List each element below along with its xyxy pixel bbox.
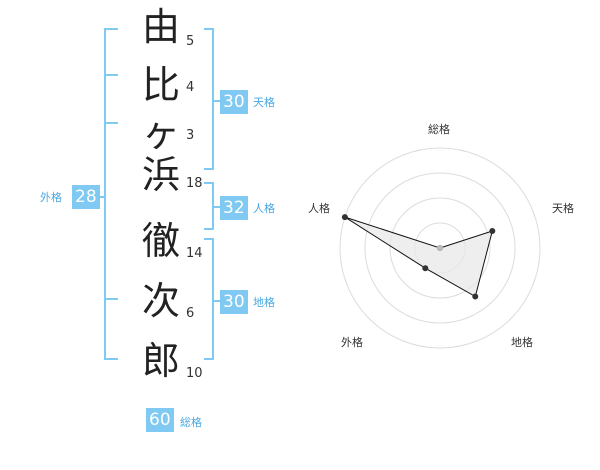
radar-ring (339, 147, 541, 349)
stroke-count-4: 18 (186, 176, 203, 191)
stroke-count-7: 10 (186, 366, 203, 381)
name-char-6: 次 (141, 279, 180, 323)
radar-ring (364, 172, 516, 324)
stroke-count-1: 5 (186, 34, 195, 49)
radar-axis-label-chikaku: 地格 (511, 336, 533, 349)
jinkaku-label: 人格 (253, 202, 275, 215)
stroke-count-6: 6 (186, 306, 195, 321)
chikaku-value-badge: 30 (220, 290, 248, 314)
name-char-3: ヶ (141, 111, 180, 155)
radar-point-5 (341, 214, 348, 221)
radar-point-4 (422, 265, 429, 272)
tenkaku-label: 天格 (253, 96, 275, 109)
soukaku-label: 総格 (180, 416, 202, 429)
name-char-2: 比 (141, 63, 180, 107)
radar-point-2 (489, 228, 496, 235)
name-char-1: 由 (141, 5, 180, 49)
radar-axis-label-jinkaku: 人格 (308, 202, 330, 215)
radar-polygon (344, 216, 494, 298)
stroke-count-5: 14 (186, 246, 203, 261)
radar-axis-label-soukaku: 総格 (428, 123, 450, 136)
radar-ring (389, 197, 491, 299)
radar-point-3 (472, 293, 479, 300)
gaikaku-label: 外格 (40, 191, 62, 204)
name-char-4: 浜 (141, 153, 180, 197)
radar-axis-label-tenkaku: 天格 (552, 202, 574, 215)
name-char-5: 徹 (141, 219, 180, 263)
radar-axis-label-gaikaku: 外格 (341, 336, 363, 349)
jinkaku-value-badge: 32 (220, 196, 248, 220)
name-char-7: 郎 (141, 339, 180, 383)
stroke-count-2: 4 (186, 80, 195, 95)
chikaku-label: 地格 (253, 296, 275, 309)
radar-center-dot (437, 245, 443, 251)
stroke-count-3: 3 (186, 128, 195, 143)
tenkaku-value-badge: 30 (220, 90, 248, 114)
gaikaku-value-badge: 28 (72, 185, 100, 209)
soukaku-value-badge: 60 (146, 408, 174, 432)
radar-chart (339, 147, 541, 349)
